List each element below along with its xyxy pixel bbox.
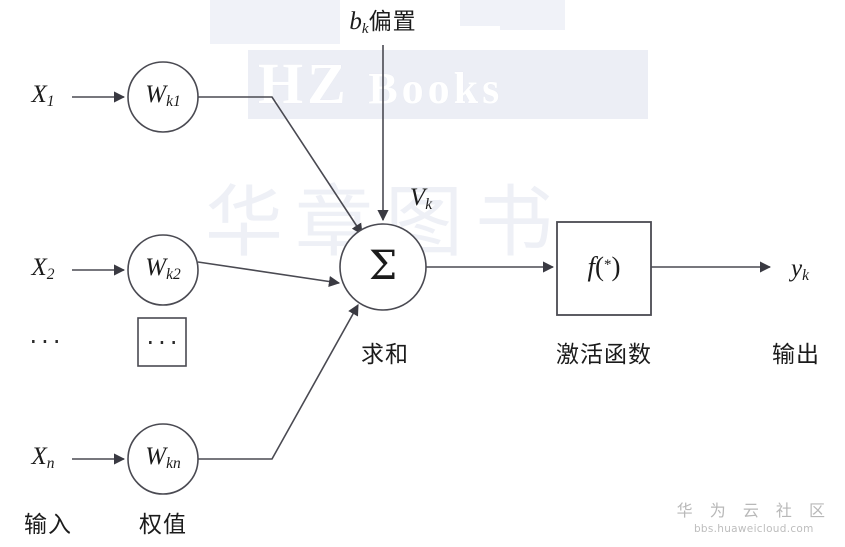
output-y-symbol: y <box>791 254 803 282</box>
watermark-huaweicloud: 华 为 云 社 区 bbs.huaweicloud.com <box>677 497 831 535</box>
weight-node-wk2 <box>127 234 199 306</box>
input-x1-symbol: X <box>31 80 47 108</box>
weight-box-ellipsis: ··· <box>146 329 182 357</box>
watermark-huaweicloud-url: bbs.huaweicloud.com <box>693 523 814 535</box>
weight-wk2-symbol: W <box>145 253 167 281</box>
watermark-hz-books: HZ Books <box>248 50 648 119</box>
weight-wkn-sub: kn <box>166 455 181 473</box>
watermark-block-top <box>210 0 340 44</box>
weight-ellipsis-box <box>137 317 187 367</box>
weight-wk2-sub: k2 <box>166 266 181 284</box>
label-vk: Vk <box>410 184 432 214</box>
input-xn-symbol: X <box>31 442 47 470</box>
caption-inputs: 输入 <box>24 512 72 538</box>
wire-wkn-to-sum <box>198 304 359 460</box>
bias-symbol: b <box>349 7 362 35</box>
label-input-x1: X1 <box>31 81 54 111</box>
vk-sub: k <box>425 196 433 214</box>
activation-function-glyph: f(*) <box>588 252 621 283</box>
activation-star: * <box>604 256 612 273</box>
bias-sub: k <box>361 21 369 38</box>
caption-summation: 求和 <box>361 342 409 368</box>
watermark-hz-text: HZ <box>258 51 350 116</box>
watermark-block-right <box>500 0 565 30</box>
label-bias: bk偏置 <box>349 2 416 38</box>
activation-paren-close: ) <box>611 251 621 282</box>
input-x2-sub: 2 <box>46 266 55 284</box>
input-x2-symbol: X <box>31 253 47 281</box>
weight-wk1-sub: k1 <box>166 93 181 111</box>
summation-sigma-glyph: Σ <box>368 243 398 289</box>
caption-activation: 激活函数 <box>556 342 652 368</box>
watermark-huaweicloud-cn: 华 为 云 社 区 <box>676 501 831 520</box>
watermark-books-text: Books <box>368 64 504 113</box>
input-xn-sub: n <box>46 455 55 473</box>
weight-wk1-symbol: W <box>145 80 167 108</box>
activation-function-box <box>556 221 652 316</box>
label-weight-wk1: Wk1 <box>145 81 180 111</box>
caption-weights: 权值 <box>139 512 187 538</box>
activation-f: f <box>587 251 596 282</box>
label-input-xn: Xn <box>31 443 54 473</box>
input-x1-sub: 1 <box>46 93 55 111</box>
weight-wkn-symbol: W <box>145 442 167 470</box>
label-input-x2: X2 <box>31 254 54 284</box>
wire-wk1-to-sum <box>198 96 363 235</box>
vk-symbol: V <box>409 183 426 211</box>
activation-paren-open: ( <box>595 251 605 282</box>
wire-wk2-to-sum <box>197 261 341 288</box>
caption-output: 输出 <box>772 342 820 368</box>
output-y-sub: k <box>802 267 809 285</box>
label-weight-wk2: Wk2 <box>145 254 180 284</box>
input-ellipsis: ··· <box>29 328 65 356</box>
bias-caption: 偏置 <box>368 8 417 35</box>
label-weight-wkn: Wkn <box>145 443 180 473</box>
label-output-yk: yk <box>791 255 809 285</box>
